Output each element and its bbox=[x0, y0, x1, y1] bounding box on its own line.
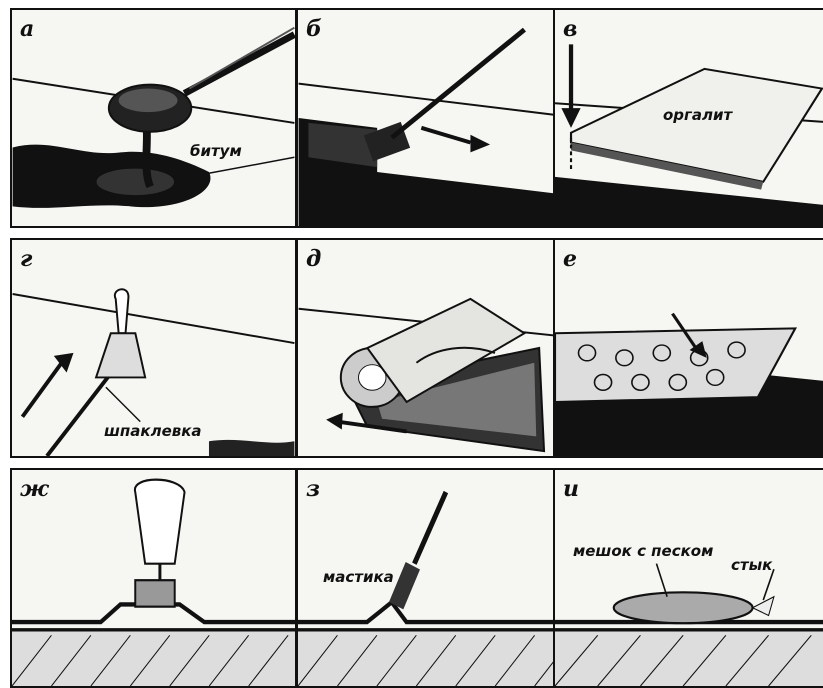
illustration-pressing-joint bbox=[12, 478, 295, 686]
label-joint: стык bbox=[731, 556, 773, 574]
illustration-unrolling-linoleum bbox=[298, 297, 581, 453]
panel-v: в оргалит bbox=[553, 8, 823, 228]
illustration-laid-sheet bbox=[555, 312, 823, 456]
panel-letter: г bbox=[20, 246, 33, 272]
panel-letter: з bbox=[306, 476, 321, 502]
illustration-pouring-bitumen bbox=[12, 26, 295, 208]
label-hardboard: оргалит bbox=[663, 106, 733, 124]
label-sand-bag: мешок с песком bbox=[573, 542, 714, 560]
panel-letter: б bbox=[306, 16, 322, 42]
panel-z: з мастика bbox=[296, 468, 583, 688]
panel-letter: д bbox=[306, 246, 322, 272]
illustration-filling-joint bbox=[12, 288, 295, 456]
illustration-brushing-bitumen bbox=[298, 27, 581, 226]
label-bitumen: битум bbox=[190, 142, 242, 160]
illustration-applying-mastic bbox=[298, 490, 581, 686]
label-mastic: мастика bbox=[323, 568, 394, 586]
panel-a: а битум bbox=[10, 8, 297, 228]
illustration-laying-hardboard bbox=[555, 44, 823, 226]
panel-g: г шпаклевка bbox=[10, 238, 297, 458]
panel-letter: е bbox=[563, 246, 577, 272]
panel-e: е bbox=[553, 238, 823, 458]
panel-letter: в bbox=[563, 16, 578, 42]
illustration-sand-bag-on-joint bbox=[555, 563, 823, 686]
panel-b: б bbox=[296, 8, 583, 228]
label-putty: шпаклевка bbox=[104, 422, 202, 440]
panel-letter: ж bbox=[20, 476, 49, 502]
panel-i: и мешок с песком стык bbox=[553, 468, 823, 688]
panel-d: д bbox=[296, 238, 583, 458]
panel-zh: ж bbox=[10, 468, 297, 688]
panel-letter: и bbox=[563, 476, 579, 502]
panel-letter: а bbox=[20, 16, 35, 42]
